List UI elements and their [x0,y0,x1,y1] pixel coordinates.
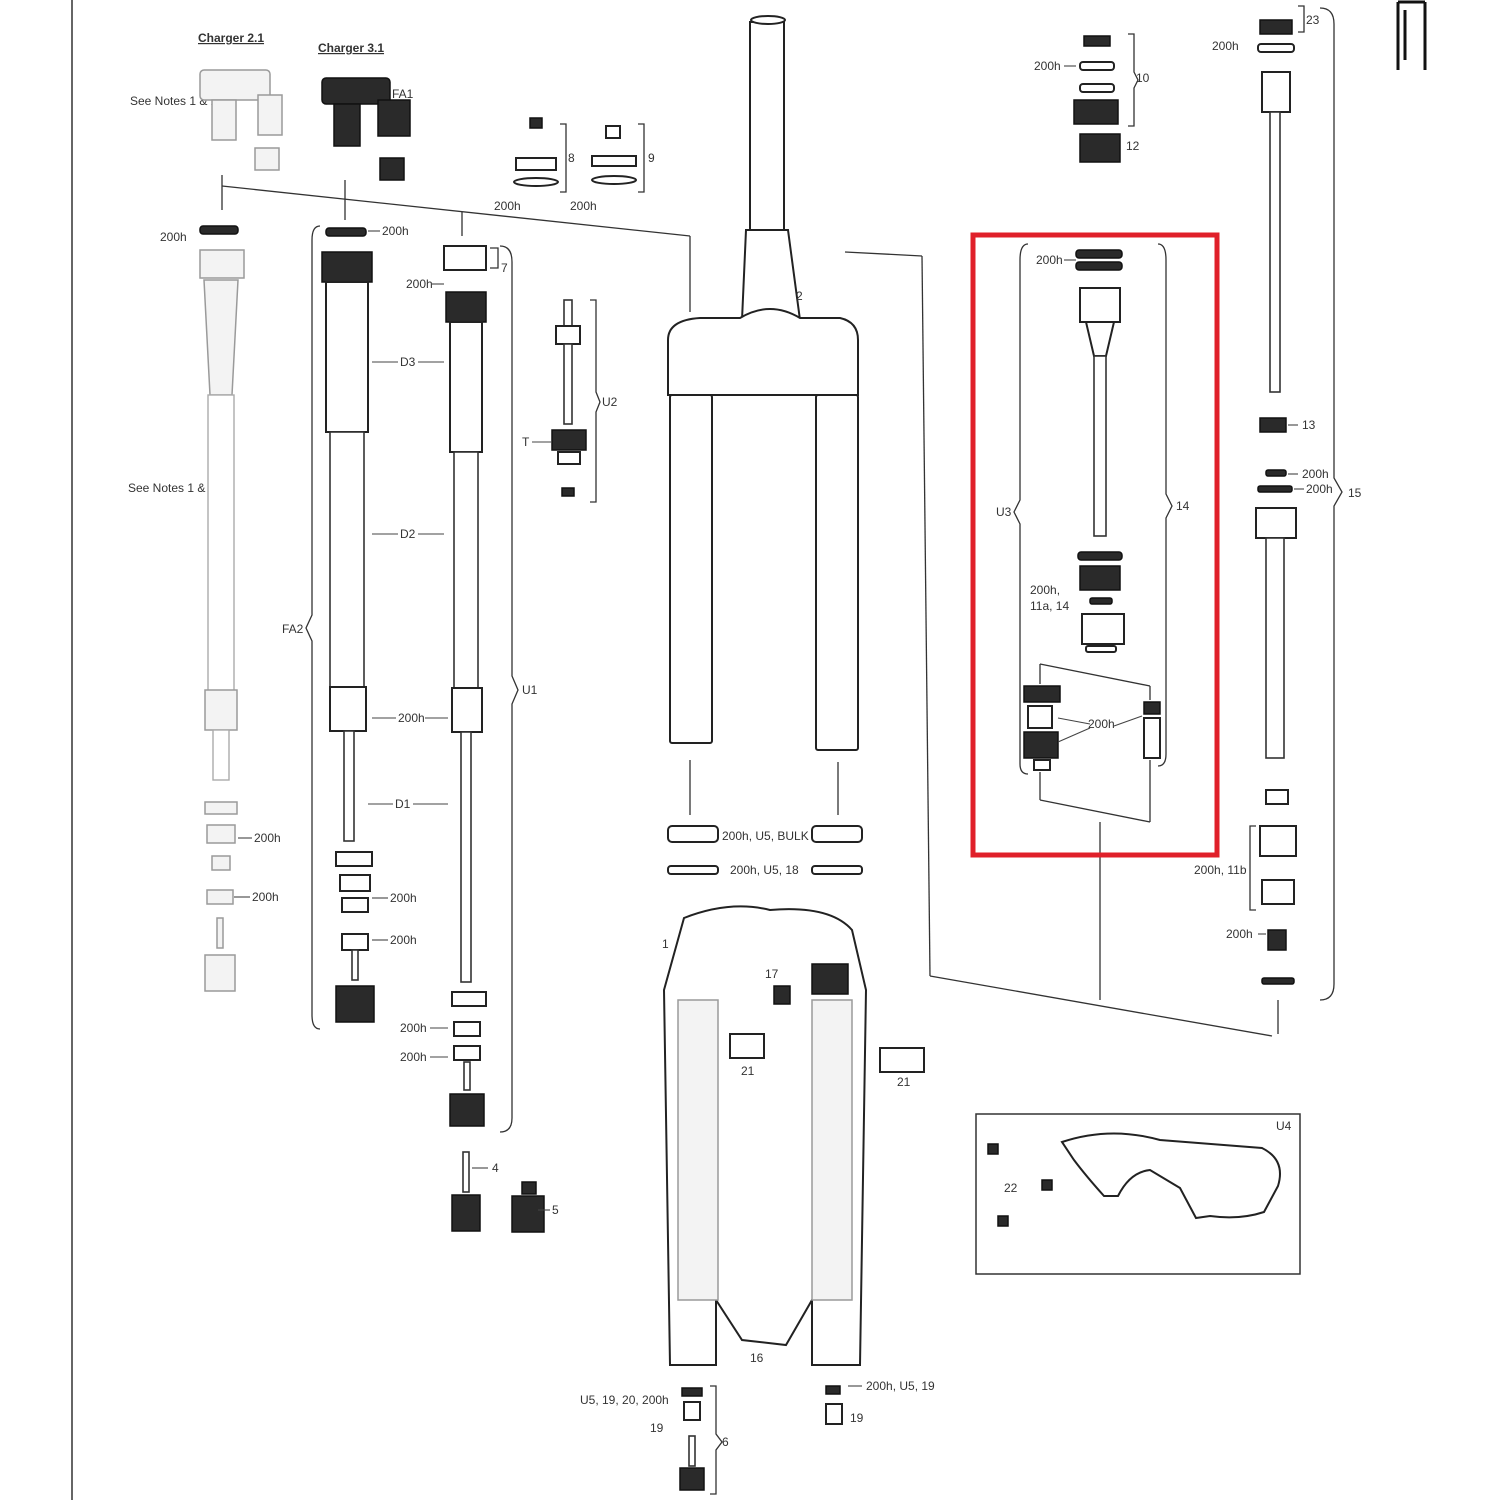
n19a-callout: 19 [650,1421,664,1435]
charger-21-knob-assembly [199,69,283,171]
n15-callout: 15 [1348,486,1362,500]
grease-label: 200h [1302,467,1329,481]
edge-artifact [1396,0,1427,70]
fa1-callout: FA1 [392,87,414,101]
grease-label: 200h [1306,482,1333,496]
upper-tube-right [815,394,859,751]
grease-label: 200h [252,890,279,904]
fa2-bracket [305,225,321,1030]
d1-callout: D1 [395,797,411,811]
grease-label: 200h [1212,39,1239,53]
charger-31-heading: Charger 3.1 [318,41,384,55]
grease-label: 200h [398,711,425,725]
top-cap-parts-8-9 [513,117,637,187]
n8-callout: 8 [568,151,575,165]
u3-callout: U3 [996,505,1012,519]
seals-bulk-label: 200h, U5, BULK [722,829,809,843]
charger-31-damper-cartridge [321,227,375,1023]
grease-label: 200h [382,224,409,238]
n4-callout: 4 [492,1161,499,1175]
fa2-callout: FA2 [282,622,304,636]
u3-guide-left [921,255,931,977]
u3-damper-assembly [1023,249,1161,771]
lower-leg [662,905,925,1366]
n6-callout: 6 [722,1435,729,1449]
charger-21-damper-cartridge [199,225,245,992]
n5-callout: 5 [552,1203,559,1217]
n23-callout: 23 [1306,13,1320,27]
t-callout: T [522,435,530,449]
n12-callout: 12 [1126,139,1140,153]
u3-highlight-box [970,232,1220,858]
upper-tube-left [669,394,713,744]
grease-label: 200h [406,277,433,291]
charger-21-heading: Charger 2.1 [198,31,264,45]
n13-callout: 13 [1302,418,1316,432]
bottom-adjusters [451,1151,843,1491]
grease-label: 200h [1034,59,1061,73]
charger-31-knob-assembly [321,77,411,181]
grease-label: 200h [160,230,187,244]
u3-guide-bottom [929,975,1273,1037]
u4-callout: U4 [1276,1119,1292,1133]
n16-callout: 16 [750,1351,764,1365]
n21b-callout: 21 [897,1075,911,1089]
grease-label: 200h [390,891,417,905]
u4-fender-guard [987,1132,1281,1227]
dust-seals [667,825,863,875]
top-guide-line [221,185,691,237]
n17-callout: 17 [765,967,779,981]
right-11b-label: 200h, 11b [1194,863,1247,877]
grease-label: 200h [400,1021,427,1035]
crown-steerer [667,15,859,751]
n2-callout: 2 [796,289,803,303]
grease-label: 200h [1088,717,1115,731]
n7-callout: 7 [501,261,508,275]
grease-label: 200h [400,1050,427,1064]
d3-callout: D3 [400,355,416,369]
n21a-callout: 21 [741,1064,755,1078]
n1-callout: 1 [662,937,669,951]
n22-callout: 22 [1004,1181,1018,1195]
n10-callout: 10 [1136,71,1150,85]
grease-label: 200h [1036,253,1063,267]
seals-18-label: 200h, U5, 18 [730,863,799,877]
u3-mid-label-line1: 200h, [1030,583,1060,597]
see-notes-mid-label: See Notes 1 & 2 [128,481,216,495]
grease-label: 200h [1226,927,1253,941]
air-spring-shaft [1255,19,1297,985]
lower-right-label: 200h, U5, 19 [866,1379,935,1393]
n19b-callout: 19 [850,1411,864,1425]
grease-label: 200h [570,199,597,213]
u1-callout: U1 [522,683,538,697]
air-top-cap-parts [1073,35,1121,163]
u1-bracket [499,245,519,1133]
u2-assembly [551,299,587,497]
u3-mid-label-line2: 11a, 14 [1030,599,1069,613]
lower-left-label: U5, 19, 20, 200h [580,1393,669,1407]
d2-callout: D2 [400,527,416,541]
see-notes-top-label: See Notes 1 & 2 [130,94,218,108]
grease-label: 200h [254,831,281,845]
u2-callout: U2 [602,395,618,409]
grease-label: 200h [494,199,521,213]
u3-bracket [1013,243,1029,775]
u1-cartridge [443,245,487,1127]
n14-callout: 14 [1176,499,1190,513]
n9-callout: 9 [648,151,655,165]
grease-label: 200h [390,933,417,947]
